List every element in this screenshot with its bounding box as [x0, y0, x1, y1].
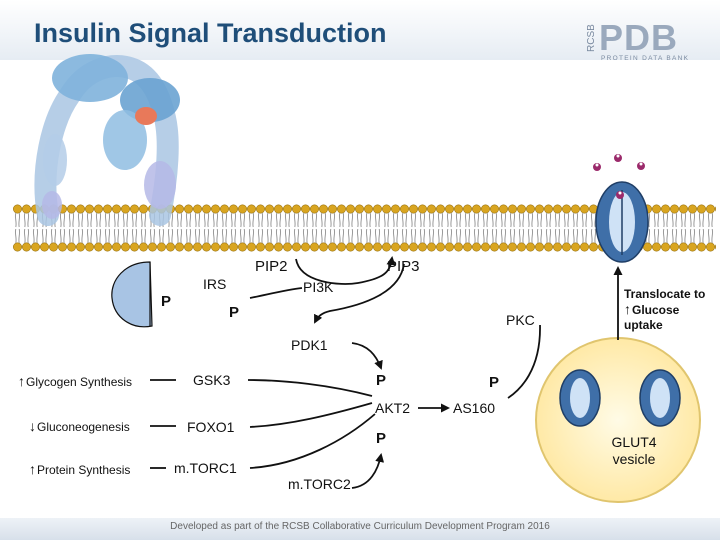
down-arrow-icon: ↓ [29, 418, 36, 434]
translocate-line-3: uptake [624, 318, 663, 332]
vesicle-transporter-right [639, 369, 681, 427]
glut4-line-1: GLUT4 [611, 434, 657, 450]
translocate-line-2: ↑Glucose [624, 301, 680, 318]
akt2-phospho-top-label: P [376, 372, 387, 389]
outcome-protein-synthesis: ↑Protein Synthesis [29, 461, 130, 477]
outcome-glycogen-synthesis: ↑Glycogen Synthesis [18, 373, 132, 389]
akt2-to-gsk3-line [247, 379, 373, 397]
irs-to-pi3k-arrow [249, 287, 303, 299]
receptor-phospho-label: P [161, 293, 172, 310]
mtorc2-label: m.TORC2 [288, 476, 351, 492]
insulin-receptor [34, 54, 180, 226]
up-arrow-icon: ↑ [18, 373, 25, 389]
outcome-gluconeogenesis: ↓Gluconeogenesis [29, 418, 130, 434]
mtorc1-label: m.TORC1 [174, 460, 237, 476]
outcome-text: Glycogen Synthesis [26, 375, 133, 389]
mtorc2-to-akt2-arrow [351, 453, 385, 489]
pip2-label: PIP2 [255, 258, 288, 275]
as160-phospho-label: P [489, 374, 500, 391]
akt2-to-foxo1-line [249, 402, 373, 428]
foxo1-label: FOXO1 [187, 419, 235, 435]
translocate-note: Translocate to ↑Glucose uptake [624, 287, 716, 333]
glut4-line-2: vesicle [612, 451, 656, 467]
gsk3-label: GSK3 [193, 372, 231, 388]
irs-label: IRS [203, 276, 227, 292]
glut4-vesicle-label: GLUT4 vesicle [604, 434, 664, 468]
receptor-kinase-domain [111, 261, 153, 328]
insulin-molecule [135, 107, 157, 125]
translocate-line-1: Translocate to [624, 287, 706, 301]
pip3-to-pdk1-arrow [314, 263, 405, 324]
glucose-molecules [593, 154, 645, 199]
pkc-label: PKC [506, 312, 535, 328]
page-title: Insulin Signal Transduction [34, 18, 387, 48]
pip2-pip3-arc [295, 256, 396, 285]
akt2-to-mtorc1-line [249, 413, 376, 469]
logo-main-text: PDB [599, 17, 678, 58]
rcsb-pdb-logo: RCSB PDB PROTEIN DATA BANK [586, 17, 689, 62]
pdk1-to-akt2-arrow [351, 342, 383, 370]
pi3k-label: PI3K [303, 279, 334, 295]
irs-phospho-label: P [229, 304, 240, 321]
pdk1-label: PDK1 [291, 337, 328, 353]
logo-sub-text: PROTEIN DATA BANK [601, 55, 689, 62]
outcome-text: Protein Synthesis [37, 463, 131, 477]
as160-label: AS160 [453, 400, 496, 416]
up-arrow-icon: ↑ [29, 461, 36, 477]
akt2-label: AKT2 [375, 400, 411, 416]
outcome-text: Gluconeogenesis [37, 420, 130, 434]
pip3-label: PIP3 [387, 258, 420, 275]
title-bar [0, 0, 720, 60]
footer-credit: Developed as part of the RCSB Collaborat… [170, 521, 550, 532]
akt2-phospho-bottom-label: P [376, 430, 387, 447]
up-arrow-icon: ↑ [624, 301, 631, 317]
footer-bar [0, 518, 720, 540]
logo-side-text: RCSB [586, 24, 597, 52]
glut4-vesicle [535, 337, 701, 503]
membrane-glut4-transporter [595, 181, 649, 263]
pkc-to-as160-line [507, 324, 541, 399]
vesicle-transporter-left [559, 369, 601, 427]
